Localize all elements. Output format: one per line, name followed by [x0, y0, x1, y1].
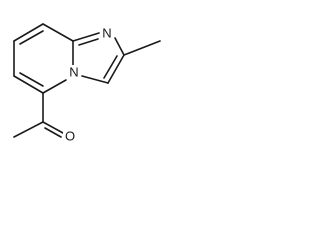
bond-c3-n4	[81, 75, 109, 84]
atom-label-imidazole-nitrogen: N	[100, 26, 114, 41]
bond-methyl	[123, 40, 161, 56]
pyridine-ring	[13, 23, 74, 94]
imidazole-nitrogen-text: N	[102, 26, 111, 41]
bond-c8a-n1	[72, 32, 100, 42]
bond-c2-c3-inner	[103, 55, 118, 79]
carbonyl-oxygen-text: O	[65, 129, 75, 144]
molecule-structure: N N O	[13, 23, 161, 144]
bond-c-o-double-inner	[44, 127, 62, 138]
acetyl-group	[13, 92, 64, 138]
bridgehead-nitrogen-text: N	[69, 65, 78, 80]
bond-c6-c5-inner	[19, 72, 44, 87]
bond-c8a-n1-inner	[78, 38, 99, 46]
bond-c-o-double-outer	[42, 121, 64, 134]
atom-label-bridgehead-nitrogen: N	[67, 65, 81, 80]
bond-c5-n4	[42, 79, 67, 94]
bond-carbonyl-methyl	[13, 121, 44, 138]
bond-c2-c3	[107, 54, 125, 84]
bond-n1-c2	[114, 37, 125, 56]
atom-label-carbonyl-oxygen: O	[63, 128, 77, 144]
bond-c8-c7-inner	[19, 30, 44, 45]
bond-c8-c7	[13, 23, 44, 42]
bond-c6-c5	[13, 75, 44, 94]
imidazole-ring	[72, 32, 125, 84]
bond-c8-c8a	[42, 23, 74, 42]
